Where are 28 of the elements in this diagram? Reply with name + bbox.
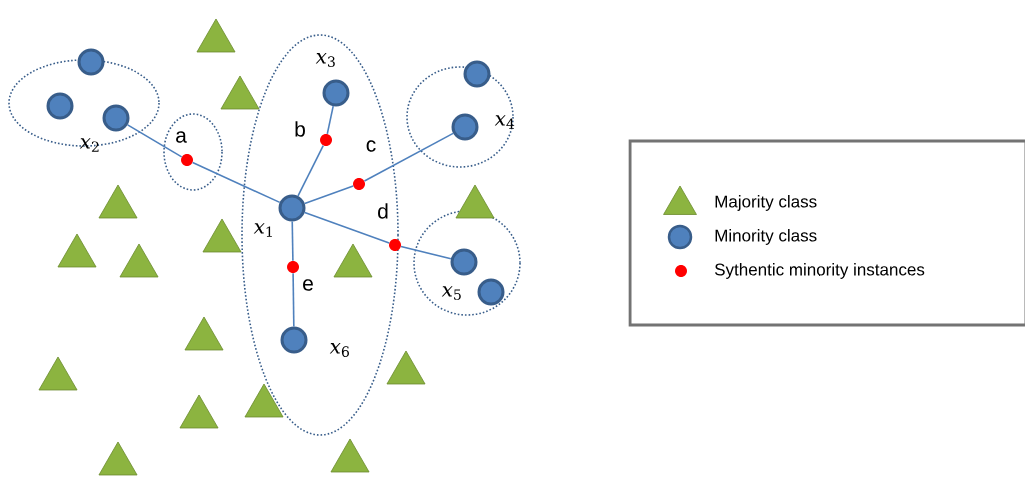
connecting-line: [400, 245, 452, 260]
legend-text: Majority class: [715, 195, 817, 211]
connecting-line: [303, 185, 354, 205]
point-label: x$_{2}$: [79, 138, 99, 152]
connecting-line: [297, 144, 325, 197]
point-label: d: [378, 203, 388, 219]
connecting-line: [292, 272, 295, 328]
connecting-line: [191, 161, 281, 204]
point-label: b: [295, 121, 305, 137]
point-label: a: [176, 131, 187, 143]
minority-point: [477, 278, 505, 306]
connecting-line: [126, 124, 183, 158]
legend-text: Sythentic minority instances: [714, 263, 925, 279]
legend-text: Minority class: [715, 229, 817, 245]
minority-point: [463, 60, 491, 88]
connecting-line: [326, 105, 334, 135]
point-label: e: [303, 279, 313, 291]
connecting-line: [291, 220, 294, 262]
point-label: x$_{3}$: [315, 53, 335, 67]
point-label: c: [366, 140, 376, 152]
point-label: x$_{4}$: [494, 115, 515, 129]
minority-point: [77, 48, 105, 76]
point-label: x$_{6}$: [329, 343, 349, 357]
connecting-line: [363, 132, 454, 182]
point-label: x$_{5}$: [441, 286, 461, 300]
connecting-line: [303, 211, 390, 244]
minority-point: [46, 92, 74, 120]
point-label: x$_{1}$: [253, 223, 272, 237]
